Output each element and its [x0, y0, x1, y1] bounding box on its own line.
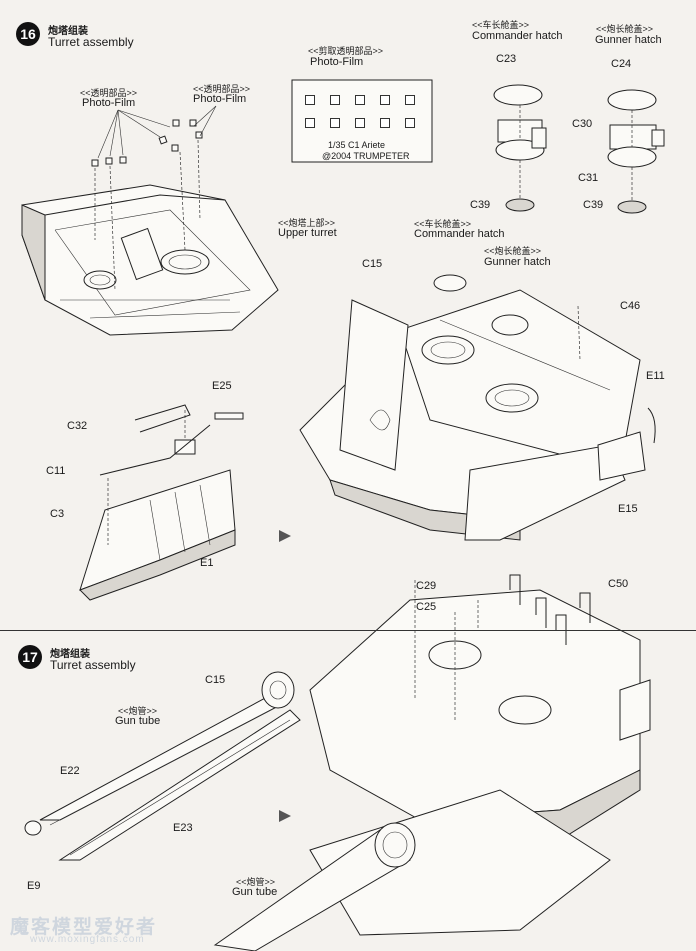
- gunner-hatch-exploded: [607, 89, 665, 214]
- next-arrow-2: [279, 810, 291, 822]
- e1-assembly-drawing: [79, 404, 244, 601]
- part-e11: E11: [646, 370, 665, 382]
- gun-tube-bottom-en: Gun tube: [232, 886, 278, 898]
- photofilm-top-cn: <<剪取透明部品>>: [308, 46, 384, 56]
- part-c15-b: C15: [205, 674, 226, 686]
- photofilm-left-en: Photo-Film: [82, 97, 136, 109]
- step-17-title-cn: 炮塔组装: [50, 649, 90, 660]
- pe-square: [305, 118, 315, 128]
- part-e22: E22: [60, 765, 80, 777]
- part-c23: C23: [496, 53, 517, 65]
- upper-turret-drawing: [21, 184, 279, 336]
- photofilm-pieces: [91, 105, 217, 291]
- gunner-hatch-top-cn: <<炮长舱盖>>: [596, 24, 654, 34]
- pe-square: [330, 95, 340, 105]
- photofilm-mid-en: Photo-Film: [193, 93, 247, 105]
- gunner-hatch-mid-en: Gunner hatch: [484, 256, 551, 268]
- step-17-title-en: Turret assembly: [50, 658, 136, 672]
- commander-hatch-mid-cn: <<车长舱盖>>: [414, 219, 472, 229]
- part-c31: C31: [578, 172, 599, 184]
- photofilm-mid-cn: <<透明部品>>: [193, 84, 251, 94]
- gun-tube-drawing: [24, 671, 301, 861]
- part-c29: C29: [416, 580, 437, 592]
- commander-hatch-exploded: [493, 84, 547, 212]
- next-arrow-1: [279, 530, 291, 542]
- turret-step17-drawing: [213, 580, 651, 951]
- part-c46: C46: [620, 300, 641, 312]
- step-16-number: 16: [16, 22, 40, 46]
- part-e25: E25: [212, 380, 232, 392]
- part-e1: E1: [200, 557, 214, 569]
- part-c32: C32: [67, 420, 88, 432]
- part-c50: C50: [608, 578, 629, 590]
- part-c39-a: C39: [470, 199, 491, 211]
- gunner-hatch-top-en: Gunner hatch: [595, 34, 662, 46]
- commander-hatch-mid-en: Commander hatch: [414, 228, 505, 240]
- gun-tube-left-cn: <<炮管>>: [118, 706, 158, 716]
- upper-turret-cn: <<炮塔上部>>: [278, 218, 336, 228]
- photofilm-top-en: Photo-Film: [310, 56, 364, 68]
- part-e15: E15: [618, 503, 638, 515]
- pe-square: [305, 95, 315, 105]
- part-e9: E9: [27, 880, 41, 892]
- c50-handles-drawing: [509, 574, 591, 645]
- commander-hatch-top-en: Commander hatch: [472, 30, 563, 42]
- part-c24: C24: [611, 58, 632, 70]
- gunner-hatch-mid-cn: <<炮长舱盖>>: [484, 246, 542, 256]
- step-divider: [0, 630, 696, 631]
- part-c3: C3: [50, 508, 65, 520]
- step-17-number: 17: [18, 645, 42, 669]
- part-c15-a: C15: [362, 258, 383, 270]
- part-c11: C11: [46, 465, 66, 477]
- step-16-title-en: Turret assembly: [48, 35, 134, 49]
- watermark-url: www.moxingfans.com: [30, 934, 145, 945]
- photofilm-left-cn: <<透明部品>>: [80, 88, 138, 98]
- watermark-brand: 魔客模型爱好者: [10, 917, 158, 938]
- main-turret-drawing: [299, 274, 656, 541]
- pe-square: [405, 95, 415, 105]
- pe-square: [330, 118, 340, 128]
- step-16-title-cn: 炮塔组装: [48, 26, 88, 37]
- pe-square: [380, 95, 390, 105]
- gun-tube-left-en: Gun tube: [115, 715, 161, 727]
- part-c30: C30: [572, 118, 593, 130]
- upper-turret-en: Upper turret: [278, 227, 337, 239]
- gun-tube-bottom-cn: <<炮管>>: [236, 877, 276, 887]
- commander-hatch-top-cn: <<车长舱盖>>: [472, 20, 530, 30]
- pe-square: [380, 118, 390, 128]
- pe-square: [355, 95, 365, 105]
- pe-square: [355, 118, 365, 128]
- part-c39-b: C39: [583, 199, 604, 211]
- pe-caption-2: @2004 TRUMPETER: [322, 151, 410, 161]
- pe-caption-1: 1/35 C1 Ariete: [328, 140, 386, 150]
- pe-square: [405, 118, 415, 128]
- part-c25: C25: [416, 601, 437, 613]
- part-e23: E23: [173, 822, 193, 834]
